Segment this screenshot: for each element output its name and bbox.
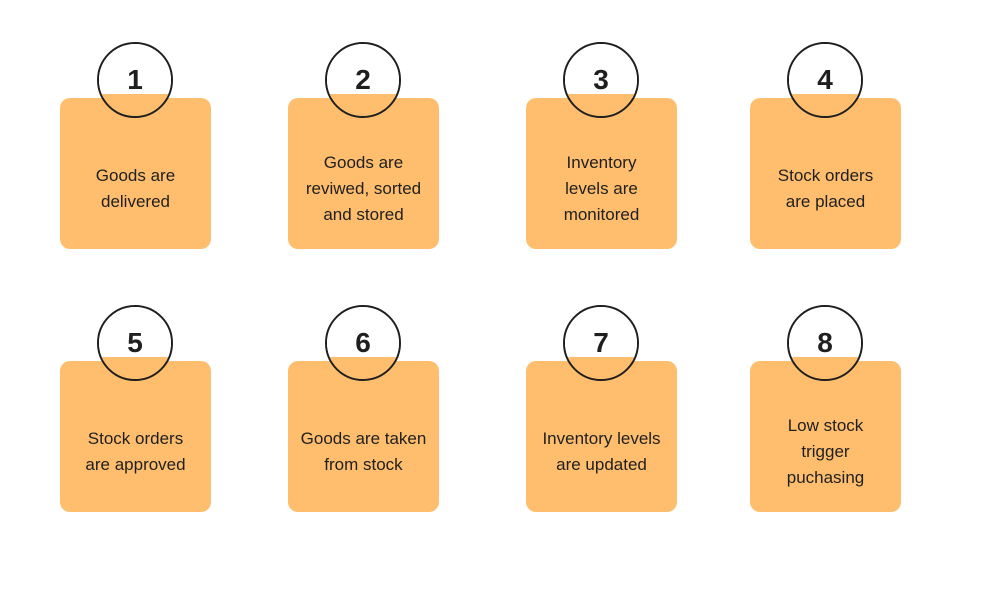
step-number: 5 bbox=[127, 327, 143, 358]
step-number-badge: 7 bbox=[563, 305, 639, 381]
step-number-badge: 3 bbox=[563, 42, 639, 118]
step-6: Goods are taken from stock 6 bbox=[288, 305, 439, 512]
step-text: Stock orders are approved bbox=[85, 428, 186, 474]
step-3: Inventory levels are monitored 3 bbox=[526, 42, 677, 249]
step-card: Goods are taken from stock bbox=[288, 361, 439, 512]
step-8: Low stock trigger puchasing 8 bbox=[750, 305, 901, 512]
step-card: Stock orders are placed bbox=[750, 98, 901, 249]
step-1: Goods are delivered 1 bbox=[60, 42, 211, 249]
step-card: Goods are reviwed, sorted and stored bbox=[288, 98, 439, 249]
step-5: Stock orders are approved 5 bbox=[60, 305, 211, 512]
step-text: Goods are taken from stock bbox=[300, 428, 427, 474]
step-number-badge: 1 bbox=[97, 42, 173, 118]
step-number-badge: 5 bbox=[97, 305, 173, 381]
step-number-badge: 8 bbox=[787, 305, 863, 381]
step-text: Goods are delivered bbox=[95, 165, 176, 211]
step-number: 4 bbox=[817, 64, 833, 95]
step-text: Low stock trigger puchasing bbox=[786, 415, 865, 487]
step-card: Inventory levels are monitored bbox=[526, 98, 677, 249]
step-number-badge: 6 bbox=[325, 305, 401, 381]
step-number: 7 bbox=[593, 327, 609, 358]
step-number: 1 bbox=[127, 64, 143, 95]
step-card: Low stock trigger puchasing bbox=[750, 361, 901, 512]
step-card: Inventory levels are updated bbox=[526, 361, 677, 512]
step-number: 3 bbox=[593, 64, 609, 95]
step-number: 2 bbox=[355, 64, 371, 95]
step-text: Inventory levels are monitored bbox=[563, 152, 640, 224]
step-text: Goods are reviwed, sorted and stored bbox=[305, 152, 422, 224]
step-2: Goods are reviwed, sorted and stored 2 bbox=[288, 42, 439, 249]
step-number: 6 bbox=[355, 327, 371, 358]
step-text: Stock orders are placed bbox=[777, 165, 874, 211]
step-7: Inventory levels are updated 7 bbox=[526, 305, 677, 512]
step-card: Stock orders are approved bbox=[60, 361, 211, 512]
step-number-badge: 4 bbox=[787, 42, 863, 118]
step-text: Inventory levels are updated bbox=[542, 428, 661, 474]
step-card: Goods are delivered bbox=[60, 98, 211, 249]
step-number: 8 bbox=[817, 327, 833, 358]
step-4: Stock orders are placed 4 bbox=[750, 42, 901, 249]
step-number-badge: 2 bbox=[325, 42, 401, 118]
